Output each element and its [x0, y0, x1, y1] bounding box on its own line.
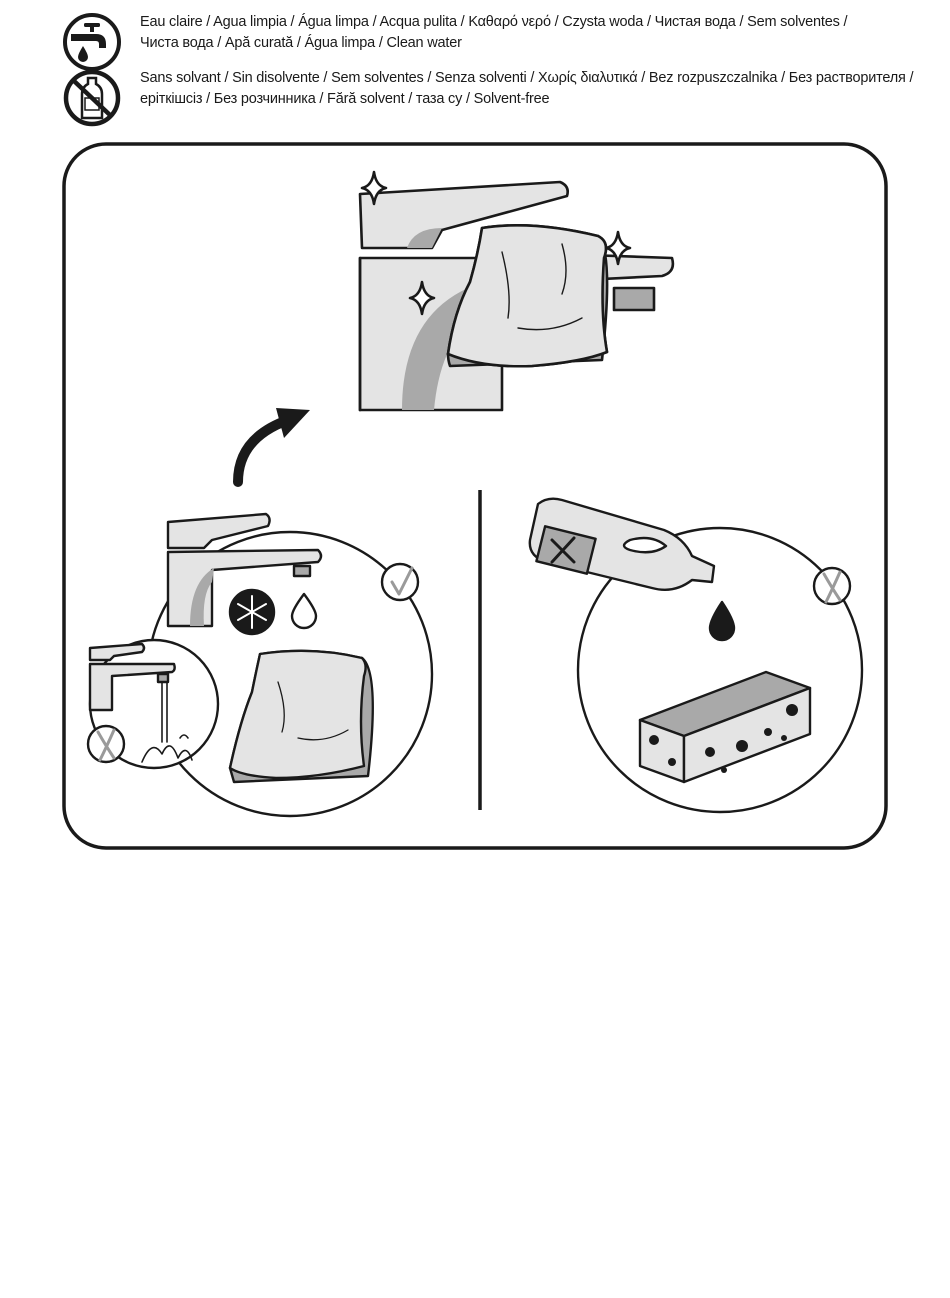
- top-faucet-with-cloth: [358, 170, 675, 412]
- cross-icon: [812, 566, 852, 606]
- legend-clean-water: Eau claire / Agua limpia / Água limpa / …: [62, 12, 932, 72]
- left-allowed-method: [86, 512, 434, 818]
- water-drop-icon: [290, 592, 318, 630]
- hazard-cross-icon: [550, 536, 576, 564]
- no-solvent-bottle-icon: [62, 68, 122, 128]
- solvent-drop-icon: [708, 600, 736, 642]
- check-icon: [380, 562, 420, 602]
- solvent-free-line-1: Sans solvant / Sin disolvente / Sem solv…: [140, 70, 914, 86]
- tap-water-icon: [62, 12, 122, 72]
- legend-solvent-free: Sans solvant / Sin disolvente / Sem solv…: [62, 68, 932, 128]
- clean-water-text: Eau claire / Agua limpia / Água limpa / …: [140, 12, 847, 54]
- cross-icon: [86, 724, 126, 764]
- solvent-free-line-2: еріткішсіз / Без розчинника / Fără solve…: [140, 91, 550, 107]
- solvent-free-text: Sans solvant / Sin disolvente / Sem solv…: [140, 68, 914, 110]
- snowflake-icon: [228, 588, 276, 636]
- clean-water-line-2: Чиста вода / Apă curată / Água limpa / C…: [140, 35, 462, 51]
- cleaning-illustration: [62, 142, 888, 850]
- clean-water-line-1: Eau claire / Agua limpia / Água limpa / …: [140, 14, 848, 30]
- curved-arrow-icon: [233, 408, 310, 487]
- cleaning-instructions-panel: [62, 142, 888, 850]
- right-not-allowed-method: [528, 497, 864, 814]
